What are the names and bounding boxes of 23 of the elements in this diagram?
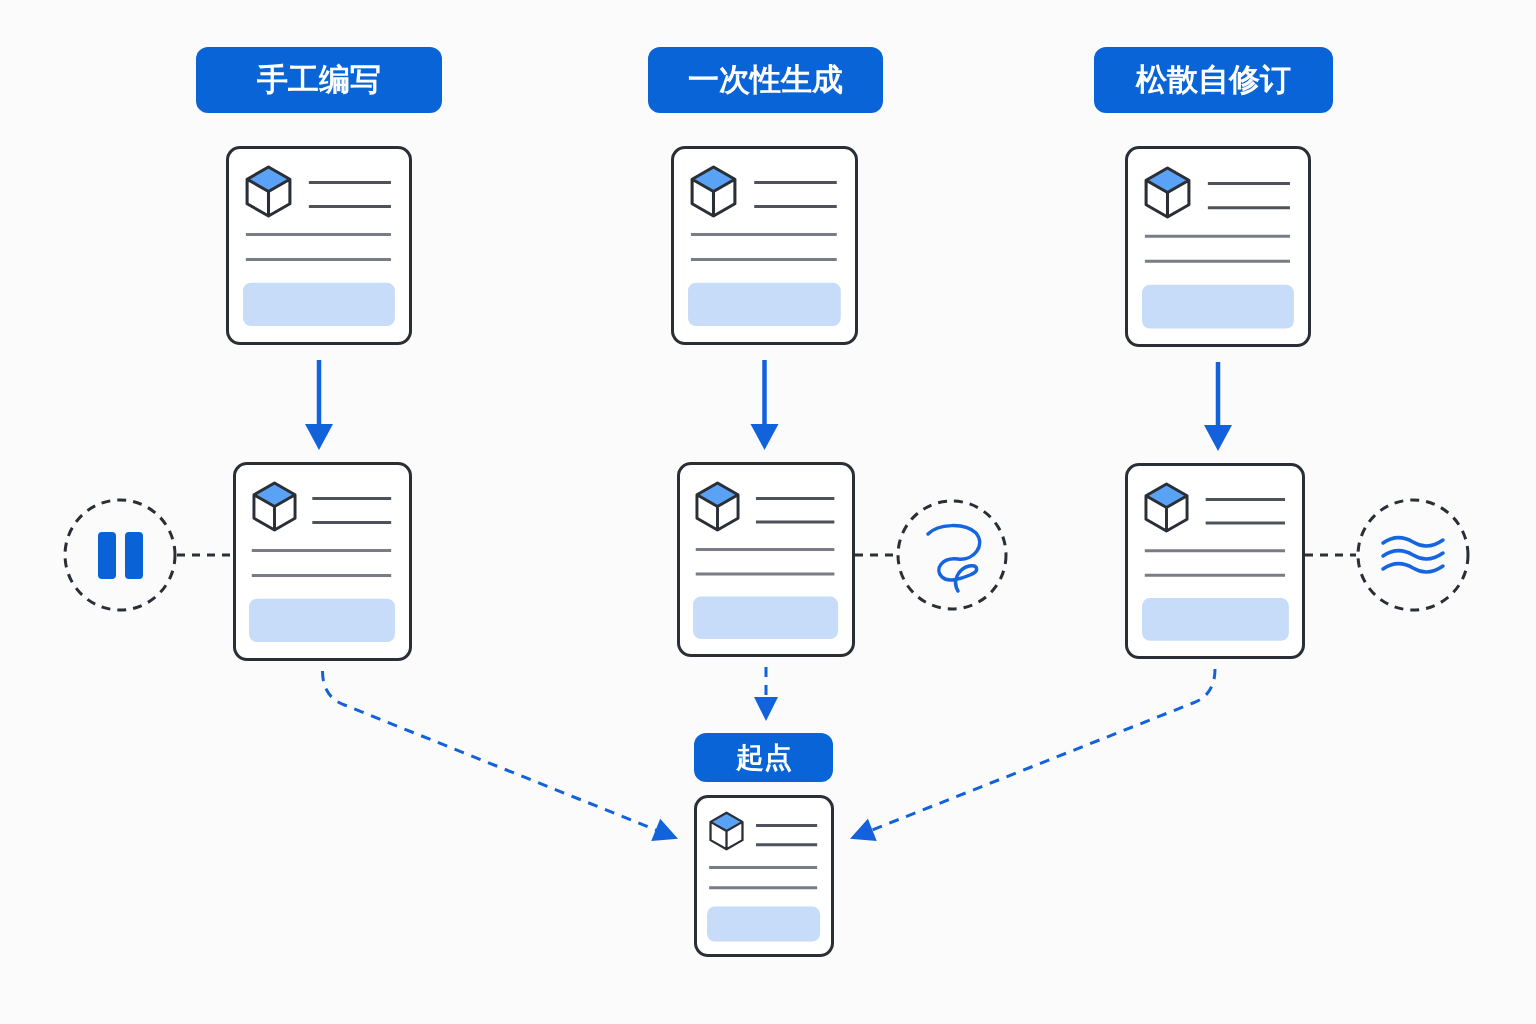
heading-tag: 手工编写 xyxy=(196,47,442,113)
document-card xyxy=(694,795,834,957)
dashed-line xyxy=(1305,553,1356,557)
document-card xyxy=(671,146,858,345)
document-card xyxy=(677,462,855,657)
dashed-arrow xyxy=(850,668,1217,842)
arrow xyxy=(750,360,779,450)
arrow xyxy=(305,360,333,450)
dashed-arrow xyxy=(754,667,778,721)
document-card xyxy=(1125,463,1305,659)
dashed-line xyxy=(855,553,896,557)
document-card xyxy=(233,462,412,661)
arrow xyxy=(1204,362,1232,451)
heading-tag: 一次性生成 xyxy=(648,47,883,113)
dashed-circle xyxy=(1356,498,1470,612)
document-card xyxy=(1125,146,1311,347)
dashed-circle xyxy=(63,498,177,612)
start-tag: 起点 xyxy=(694,733,833,782)
dashed-line xyxy=(177,553,233,557)
dashed-circle xyxy=(896,499,1008,611)
document-card xyxy=(226,146,412,345)
dashed-arrow xyxy=(321,670,678,841)
heading-tag: 松散自修订 xyxy=(1094,47,1333,113)
